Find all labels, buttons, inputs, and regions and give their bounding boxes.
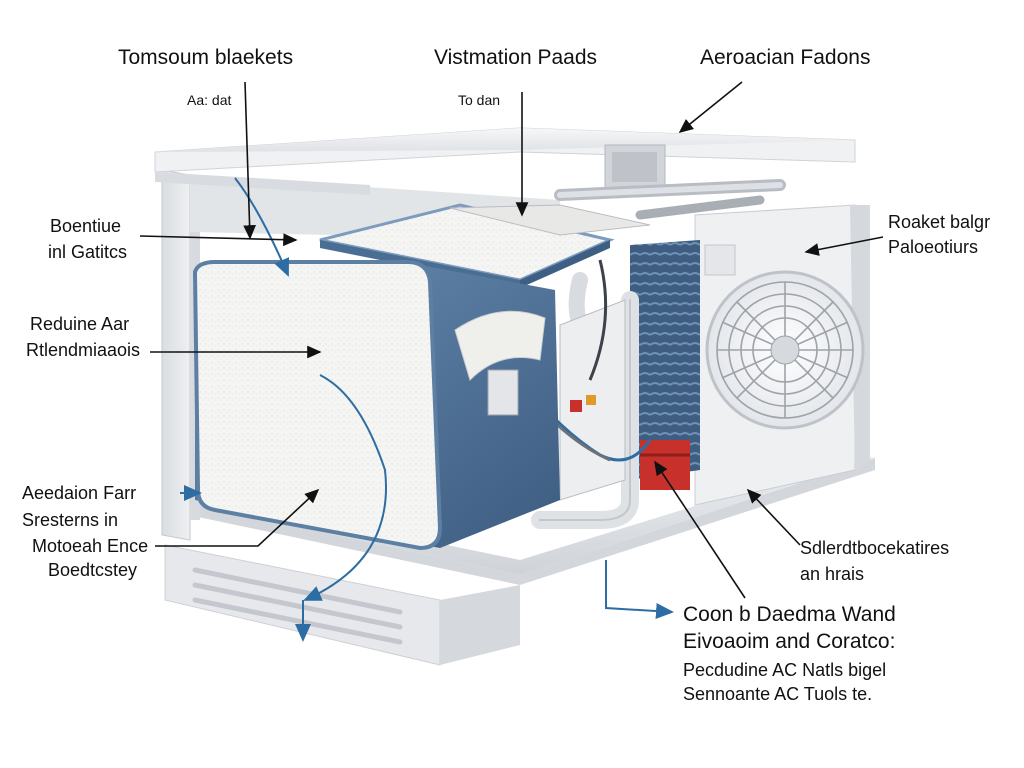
label-bottom-line2: Eivoaoim and Coratco: — [683, 630, 896, 653]
insulation-blanket — [192, 260, 560, 551]
label-top-left-sub: Aa: dat — [187, 92, 232, 108]
label-left-2-line1: Reduine Aar — [30, 314, 130, 334]
label-left-1-line2: inl Gatitcs — [48, 242, 128, 262]
label-right-2-line1: Sdlerdtbocekatires — [800, 538, 950, 558]
label-bottom-line3: Pecdudine AC Natls bigel — [683, 660, 887, 680]
label-left-1-line1: Boentiue — [50, 216, 122, 236]
airflow-arrows — [180, 177, 674, 642]
label-right-2-line2: an hrais — [800, 564, 865, 584]
label-top-left-title: Tomsoum blaekets — [118, 46, 294, 69]
label-top-center-title: Vistmation Paads — [434, 46, 598, 69]
label-left-3-line3: Motoeah Ence — [32, 536, 149, 556]
label-left-3-line4: Boedtcstey — [48, 560, 138, 580]
label-right-1-line1: Roaket balgr — [888, 212, 991, 232]
leader-lines — [139, 81, 884, 599]
label-top-right-title: Aeroacian Fadons — [700, 46, 871, 69]
label-left-2-line2: Rtlendmiaaois — [26, 340, 141, 360]
label-right-1-line2: Paloeotiurs — [888, 237, 979, 257]
label-bottom-line4: Sennoante AC Tuols te. — [683, 684, 873, 704]
label-left-3-line2: Sresterns in — [22, 510, 119, 530]
vent-slats — [192, 567, 403, 645]
label-top-center-sub: To dan — [458, 92, 501, 108]
right-fan-panel — [694, 204, 870, 506]
label-bottom-line1: Coon b Daedma Wand — [683, 603, 896, 626]
label-left-3-line1: Aeedaion Farr — [22, 483, 137, 503]
top-lid — [154, 127, 856, 195]
